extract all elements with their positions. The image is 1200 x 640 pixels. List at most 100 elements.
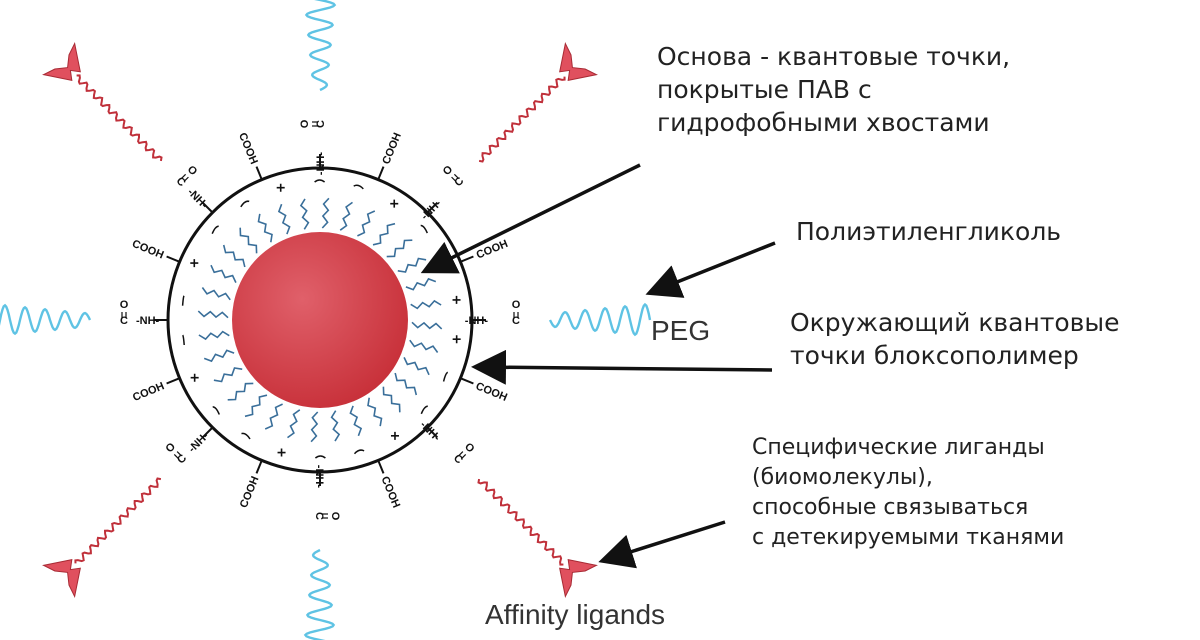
surfactant-tail — [367, 397, 383, 427]
surfactant-tail — [264, 403, 283, 430]
surfactant-tail — [394, 372, 418, 396]
amide-c-text: C — [512, 315, 520, 327]
amide-group: -NH-CO — [419, 163, 467, 222]
surfactant-tail — [197, 310, 229, 319]
anchor-stick — [201, 201, 214, 214]
plus-sign — [452, 335, 461, 344]
tilde-mark — [353, 184, 364, 190]
amide-o-text: O — [462, 441, 477, 456]
ligand-chain — [477, 478, 564, 566]
tilde-mark — [240, 200, 250, 208]
surfactant-tail — [310, 411, 319, 443]
surfactant-tail — [222, 244, 246, 268]
double-bond — [458, 451, 464, 457]
copolymer-label: Окружающий квантовые точки блоксополимер — [790, 306, 1120, 372]
core-label-line: Основа - квантовые точки, — [657, 42, 1011, 71]
arrow-to-peg — [645, 241, 776, 298]
anchor-stick — [255, 166, 263, 180]
arrow-to-core — [420, 163, 641, 274]
amide-c-text: C — [451, 452, 465, 466]
ligand-head-shape — [559, 559, 598, 598]
carboxyl-group: COOH — [236, 131, 260, 166]
copolymer-label-line: точки блоксополимер — [790, 341, 1079, 370]
plus-sign — [277, 448, 286, 457]
carboxyl-group: COOH — [130, 238, 165, 262]
surfactant-tail — [357, 210, 376, 237]
cooh-text: COOH — [380, 131, 404, 166]
surfactant-tail — [372, 222, 396, 246]
ligands-en-label: Affinity ligands — [485, 599, 666, 630]
double-bond — [176, 451, 182, 457]
surfactant-tail — [277, 203, 291, 235]
tilde-mark — [353, 449, 365, 455]
ligand-head-shape — [42, 42, 81, 81]
amide-nh-text: -NH- — [313, 465, 325, 489]
anchor-stick — [426, 201, 439, 214]
surfactant-tail — [330, 410, 341, 442]
carboxyl-group: COOH — [131, 380, 166, 404]
surfactant-tail — [382, 386, 401, 413]
anchor-stick — [255, 460, 263, 474]
anchor-stick — [377, 460, 385, 474]
ligand-head — [559, 559, 598, 598]
ligand-chain — [76, 74, 163, 162]
surfactant-tail — [213, 367, 243, 383]
plus-sign — [190, 373, 199, 382]
surfactant-tail — [227, 382, 254, 401]
surfactant-tail — [244, 394, 268, 418]
amide-group: -NH-CO — [465, 299, 521, 327]
amide-nh-text: -NH- — [136, 315, 160, 327]
core-label: Основа - квантовые точки, покрытые ПАВ с… — [657, 40, 1010, 139]
ligand-head — [559, 42, 598, 81]
cooh-text: COOH — [474, 380, 509, 404]
surfactant-tail — [203, 349, 235, 363]
carboxyl-group: COOH — [238, 475, 262, 510]
surfactant-tail — [299, 198, 310, 230]
carboxyl-group: COOH — [475, 238, 510, 262]
cooh-text: COOH — [130, 238, 165, 262]
amide-c-text: C — [175, 452, 189, 466]
amide-c-text: C — [315, 120, 327, 128]
tilde-mark — [182, 334, 185, 346]
amide-group: -NH-CO — [163, 430, 211, 466]
plus-sign — [452, 295, 461, 304]
ligand-head — [42, 559, 81, 598]
amide-o-text: O — [441, 163, 456, 178]
plus-sign — [390, 431, 399, 440]
amide-group: -NH-CO — [174, 163, 210, 211]
tilde-mark — [212, 406, 220, 415]
peg-coil — [304, 0, 337, 92]
peg-chains — [0, 0, 652, 640]
anchor-stick — [460, 377, 474, 385]
ligands-label-line: с детекируемыми тканями — [752, 524, 1065, 550]
peg-coil — [548, 302, 652, 337]
amide-nh-text: -NH- — [465, 315, 489, 327]
peg-en-label: PEG — [651, 315, 711, 346]
surfactant-tail — [349, 405, 363, 437]
tilde-mark — [314, 455, 326, 459]
peg-ru-label: Полиэтиленгликоль — [796, 217, 1062, 246]
ligands-label-line: Специфические лиганды — [752, 435, 1045, 460]
amide-c-text: C — [313, 512, 325, 520]
amide-c-text: C — [452, 175, 466, 189]
amide-o-text: O — [185, 163, 200, 178]
surfactant-tail — [257, 213, 273, 243]
amide-group: -NH-CO — [417, 419, 477, 467]
surfactant-tail — [411, 321, 443, 330]
cooh-text: COOH — [238, 475, 262, 510]
anchor-stick — [460, 255, 474, 263]
amide-group: -NH-CO — [299, 119, 327, 175]
quantum-dot-core — [232, 232, 408, 408]
plus-sign — [190, 259, 199, 268]
shell-marks — [181, 179, 461, 459]
ligand-head-shape — [559, 42, 598, 81]
amide-o-text: O — [299, 119, 311, 128]
surfactant-tail — [397, 257, 427, 273]
anchor-stick — [201, 426, 214, 439]
ligand-chain — [478, 76, 566, 163]
amide-o-text: O — [120, 299, 129, 311]
surfactant-tail — [386, 239, 413, 258]
tilde-mark — [420, 224, 428, 234]
